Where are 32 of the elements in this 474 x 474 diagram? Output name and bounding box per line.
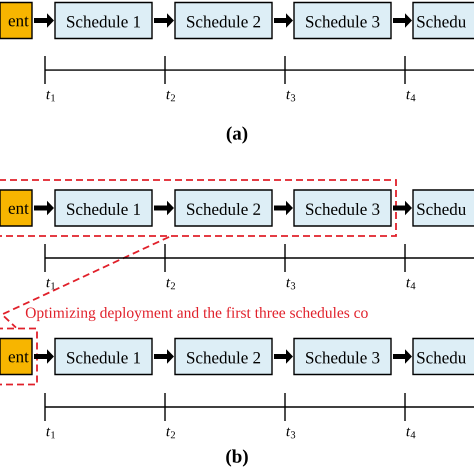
deployment-box: ent bbox=[0, 2, 33, 40]
time-label: t$_{2}$ bbox=[166, 278, 176, 290]
schedule-box: Schedu bbox=[412, 338, 474, 376]
time-label: t$_{4}$ bbox=[406, 428, 416, 438]
dashed-outline bbox=[0, 179, 397, 237]
annotation-text: Optimizing deployment and the first three schedules co bbox=[26, 306, 368, 322]
time-label: t$_{1}$ bbox=[46, 428, 55, 438]
schedule-box: Schedu bbox=[412, 189, 474, 227]
panel-label: (a) bbox=[226, 126, 248, 144]
schedule-box: Schedule 2 bbox=[174, 338, 273, 376]
time-label: t$_{2}$ bbox=[166, 428, 176, 438]
time-label: t$_{3}$ bbox=[286, 90, 296, 102]
schedule-box: Schedule 2 bbox=[174, 2, 273, 40]
dashed-outline bbox=[0, 328, 38, 386]
time-label: t$_{2}$ bbox=[166, 90, 176, 102]
schedule-box: Schedule 3 bbox=[293, 338, 392, 376]
schedule-box: Schedule 2 bbox=[174, 189, 273, 227]
schedule-box: Schedule 1 bbox=[54, 189, 153, 227]
deployment-box: ent bbox=[0, 189, 33, 227]
time-label: t$_{4}$ bbox=[406, 278, 416, 290]
deployment-box: ent bbox=[0, 338, 33, 376]
schedule-box: Schedule 3 bbox=[293, 2, 392, 40]
schedule-box: Schedule 3 bbox=[293, 189, 392, 227]
time-label: t$_{3}$ bbox=[286, 428, 296, 438]
schedule-box: Schedule 1 bbox=[54, 2, 153, 40]
time-label: t$_{1}$ bbox=[46, 90, 55, 102]
schedule-box: Schedule 1 bbox=[54, 338, 153, 376]
time-label: t$_{4}$ bbox=[406, 90, 416, 102]
time-label: t$_{1}$ bbox=[46, 278, 55, 290]
schedule-box: Schedu bbox=[412, 2, 474, 40]
panel-label: (b) bbox=[226, 449, 248, 467]
time-label: t$_{3}$ bbox=[286, 278, 296, 290]
